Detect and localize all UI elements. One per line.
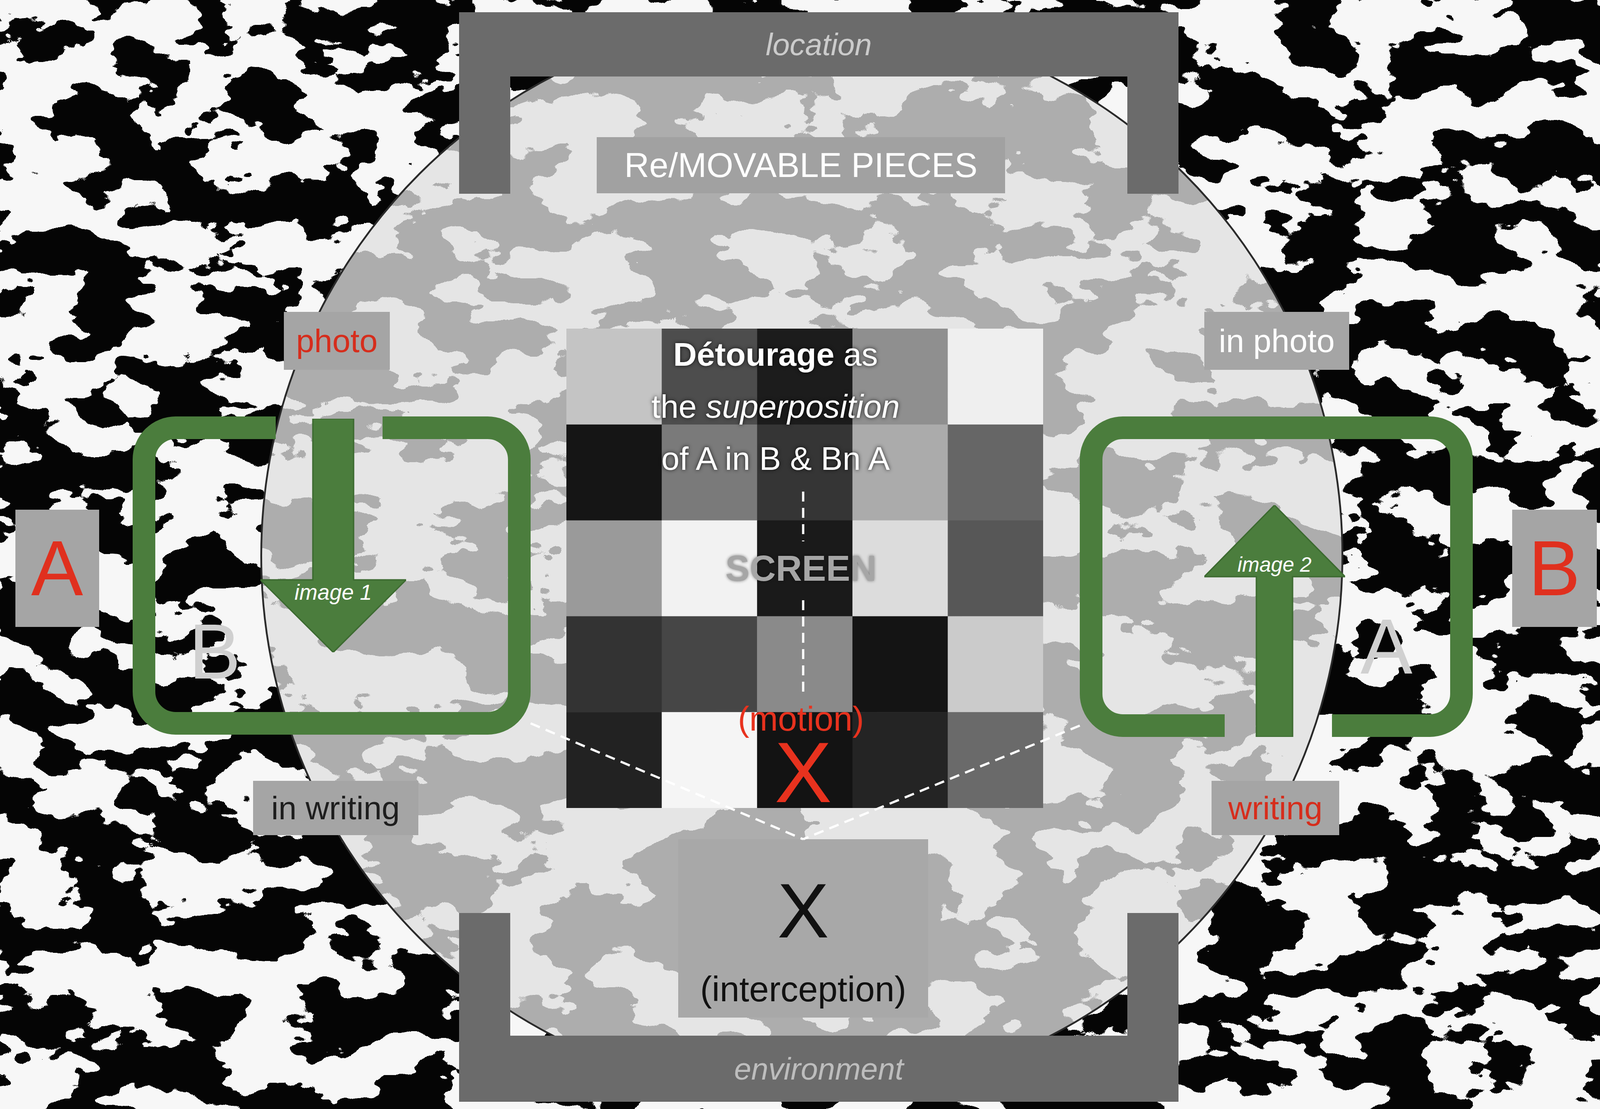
label-box: in writing: [253, 780, 419, 836]
checker-cell: [661, 424, 758, 521]
checker-cell: [947, 712, 1044, 809]
checker-cell: [661, 616, 758, 713]
circle-outline: [261, 15, 1343, 1097]
node-text: environment: [733, 1051, 904, 1087]
frame-bracket: Aimage 2: [1079, 416, 1473, 738]
node-text: image 1: [294, 580, 373, 605]
label-box: photo: [283, 311, 390, 370]
checker-cell: [566, 616, 662, 713]
node-text: (motion): [737, 701, 865, 737]
frame-bracket-outline: [1079, 416, 1473, 738]
arrow-shape-outline: [260, 418, 407, 653]
node-text: image 2: [1237, 553, 1312, 577]
checker-cell: [566, 712, 662, 809]
letter-box: A: [15, 509, 100, 628]
bracket-bar: location: [459, 12, 1179, 77]
label-box: writing: [1211, 780, 1340, 836]
label-box: in photo: [1204, 311, 1350, 370]
interception-box: X (interception): [678, 839, 929, 1018]
frame-bracket: Bimage 1: [132, 416, 531, 735]
node-text: Détourage as the superposition of A in B…: [648, 328, 903, 485]
node-text: in photo: [1218, 322, 1335, 360]
checker-cell: [947, 328, 1044, 425]
arrow-shape: [1204, 505, 1346, 738]
arrow-shape: [260, 418, 407, 653]
node-text: photo: [296, 322, 378, 360]
dashed-link: [530, 723, 804, 840]
node-text: A: [1360, 607, 1413, 686]
bracket-bar: environment: [459, 1035, 1179, 1102]
checker-cell: [756, 616, 853, 713]
dashed-axis: [802, 600, 805, 698]
node-text: writing: [1228, 789, 1323, 828]
checker-cell: [947, 520, 1044, 617]
node-text: X: [774, 737, 833, 807]
checker-cell: [852, 616, 949, 713]
checker-cell: [566, 520, 662, 617]
checker-cell: [566, 328, 662, 425]
node-text: SCREEN: [725, 550, 877, 587]
checker-cell: [947, 424, 1044, 521]
arrow-shape: image 2: [1204, 505, 1346, 738]
node-text: Re/MOVABLE PIECES: [624, 145, 978, 185]
checker-cell: [566, 424, 662, 521]
checker-cell: [852, 424, 949, 521]
checker-cell: [852, 712, 949, 809]
node-text: (interception): [699, 971, 906, 1007]
letter-box: B: [1512, 509, 1597, 628]
dashed-axis: [802, 491, 805, 542]
title-box: Re/MOVABLE PIECES: [596, 137, 1006, 194]
green-frame: [1091, 427, 1462, 726]
node-text: in writing: [271, 789, 400, 828]
green-frame: [143, 427, 520, 724]
node-text: B: [188, 612, 241, 691]
node-text: B: [1528, 529, 1581, 608]
arrow-shape: image 1: [260, 418, 407, 653]
node-text: A: [31, 529, 84, 608]
screen-image: Détourage as the superposition of A in B…: [566, 328, 1044, 809]
node-text: X: [777, 880, 829, 943]
node-text: location: [765, 26, 872, 63]
checker-cell: [947, 616, 1044, 713]
arrow-shape-outline: [1204, 505, 1346, 738]
dashed-link: [803, 725, 1080, 840]
